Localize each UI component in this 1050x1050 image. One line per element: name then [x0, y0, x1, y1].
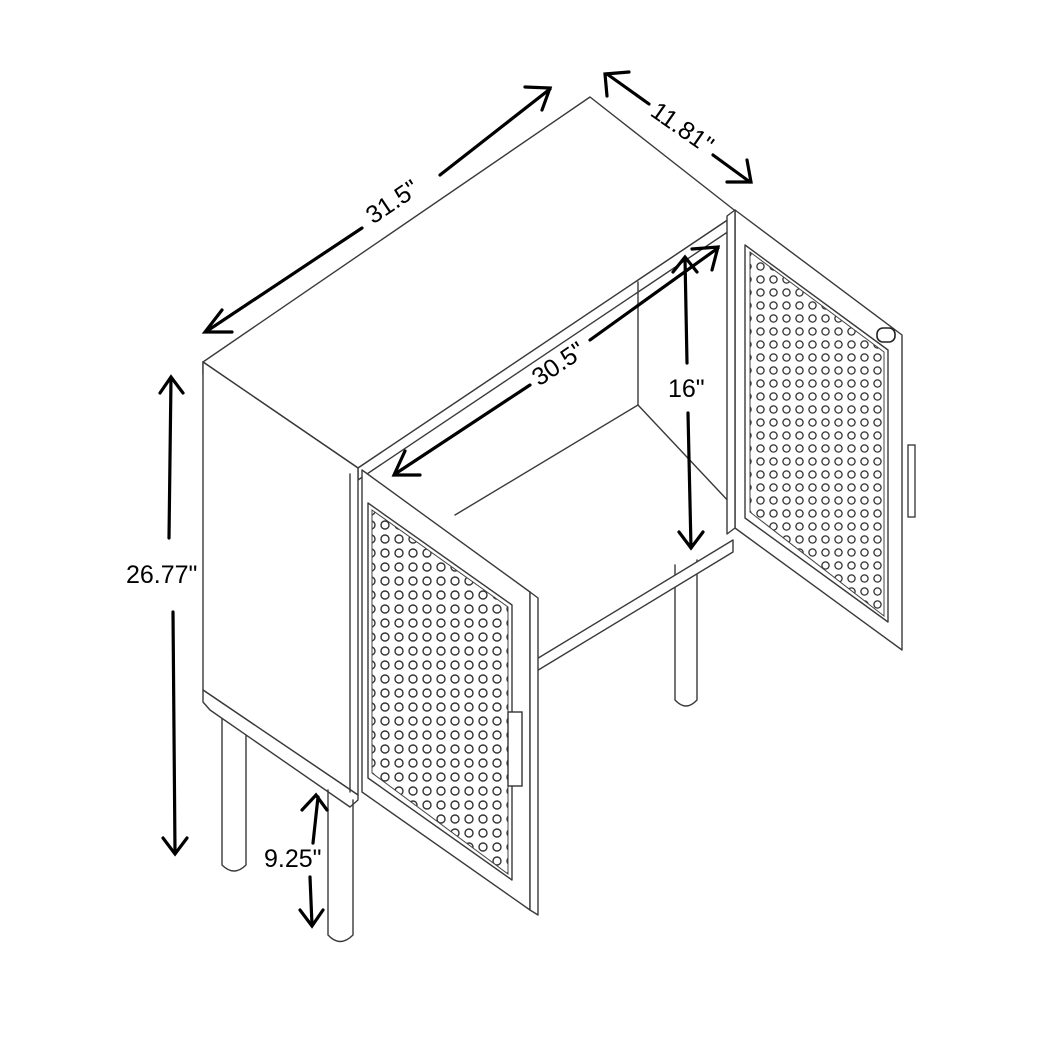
right-door	[726, 209, 916, 651]
right-door-handle	[907, 444, 916, 518]
left-door	[361, 469, 539, 916]
right-door-latch	[876, 327, 896, 343]
left-door-perforated-panel	[371, 509, 509, 875]
left-side-panel	[202, 361, 359, 808]
back-right-leg	[674, 559, 698, 707]
bottom-rail	[534, 539, 734, 673]
right-door-perforated-panel	[749, 251, 885, 618]
dimension-inner-width-arrow	[391, 245, 721, 477]
dimension-depth-arrow	[603, 70, 753, 184]
dimension-width-arrow	[201, 85, 553, 334]
leg-height-label: 9.25"	[262, 845, 324, 873]
total-height-label: 26.77"	[124, 561, 200, 589]
inner-height-label: 16"	[666, 375, 707, 403]
dimension-inner-height-arrow	[671, 254, 705, 551]
front-left-leg	[327, 789, 354, 943]
back-left-leg	[221, 704, 247, 872]
left-door-handle	[507, 711, 523, 787]
dimension-total-height-arrow	[158, 374, 189, 857]
dimension-leg-height-arrow	[298, 792, 329, 929]
